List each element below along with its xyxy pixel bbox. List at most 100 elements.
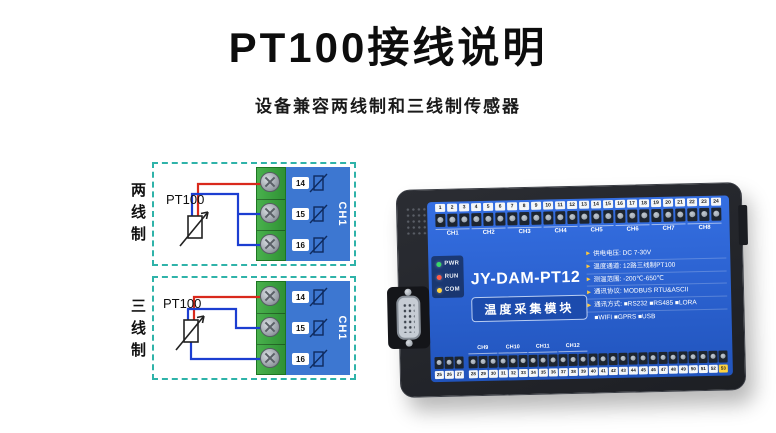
db9-screw-icon	[404, 288, 412, 296]
terminal-number: 42	[608, 366, 618, 376]
terminal-number: 4	[471, 203, 482, 212]
terminal-screw	[639, 209, 650, 223]
terminal-number: 27	[454, 370, 464, 379]
terminal-number: 50	[688, 365, 698, 374]
page-title: PT100接线说明	[228, 24, 548, 71]
sensor-label: PT100	[166, 192, 205, 207]
spec-text: 通讯协议: MODBUS RTU&ASCII	[593, 286, 689, 296]
terminal-number: 35	[538, 368, 548, 377]
terminal-screw	[508, 355, 518, 368]
terminal-screw	[260, 203, 280, 223]
blue-wire	[186, 307, 266, 330]
channel-label: CH2	[471, 227, 506, 238]
terminal-number: 51	[698, 364, 708, 374]
terminal-screw	[668, 351, 678, 364]
terminal-screw	[678, 351, 688, 364]
terminal-screw	[688, 351, 698, 364]
status-led: RUN	[436, 273, 462, 280]
terminal-number: 49	[678, 365, 688, 374]
terminal-number: 48	[668, 365, 678, 374]
terminal-number: 44	[628, 366, 638, 375]
terminal-number: 30	[488, 369, 498, 378]
rtd-mini-symbols	[309, 173, 328, 255]
terminal-number: 39	[578, 367, 588, 376]
terminal-number: 46	[648, 366, 658, 375]
terminal-screw	[627, 209, 638, 223]
db9-screw-icon	[405, 339, 413, 347]
terminal-number: 26	[444, 370, 454, 379]
spec-arrow-icon: ▶	[586, 276, 591, 283]
db9-connector-housing	[386, 286, 431, 350]
terminal-number: 14	[292, 291, 309, 303]
terminal-screw	[478, 355, 488, 369]
led-dot-icon	[436, 261, 442, 267]
terminal-number: 16	[614, 199, 626, 208]
terminal-number: 33	[518, 369, 528, 378]
channel-label: CH1	[435, 228, 470, 239]
rtd-arrow-icon	[175, 315, 205, 351]
product-name-badge: 温度采集模块	[471, 294, 588, 323]
terminal-screw	[579, 210, 590, 224]
terminal-screw	[718, 350, 728, 363]
vent-holes	[405, 206, 428, 235]
terminal-screw	[459, 213, 470, 227]
channel-label: CH9	[468, 345, 498, 355]
terminal-number: 23	[698, 197, 710, 207]
terminal-screw	[698, 350, 708, 364]
wiring-svg	[179, 173, 328, 255]
spec-arrow-icon: ▶	[587, 302, 592, 309]
channel-label: CH12	[558, 343, 588, 353]
sensor-label: PT100	[163, 296, 202, 311]
terminal-number: 53	[718, 364, 728, 373]
terminal-screw	[468, 356, 478, 369]
terminal-number: 34	[528, 368, 538, 377]
channel-label: CH10	[498, 344, 528, 354]
spec-text: 通讯方式: ■RS232 ■RS485 ■LORA	[594, 299, 697, 309]
terminal-screw	[519, 211, 530, 226]
two-wire-side-label: 两线制	[129, 182, 146, 248]
terminal-number: 13	[578, 200, 590, 209]
terminal-screw	[687, 208, 698, 222]
terminal-screw	[483, 212, 494, 226]
terminal-number: 14	[590, 200, 602, 209]
blue-wire	[189, 342, 266, 361]
terminal-number: 47	[658, 365, 668, 375]
terminal-number: 37	[558, 368, 568, 377]
terminal-number: 16	[292, 239, 309, 251]
terminal-screw	[260, 234, 280, 254]
terminal-number: 15	[602, 200, 614, 209]
terminal-screw	[454, 356, 464, 369]
terminal-number: 15	[292, 322, 309, 334]
channel-label: CH3	[507, 226, 542, 237]
terminal-number: 24	[710, 197, 722, 206]
terminal-screw	[555, 211, 566, 225]
spec-arrow-icon: ▶	[586, 263, 591, 270]
terminal-screw	[618, 352, 628, 365]
terminal-screw	[568, 353, 578, 367]
terminal-screw	[699, 207, 710, 222]
terminal-screw	[628, 352, 638, 365]
channel-label: CH11	[528, 343, 558, 353]
led-dot-icon	[436, 287, 443, 293]
terminal-number: 7	[506, 202, 518, 211]
terminal-number: 25	[434, 370, 444, 380]
terminal-number: 45	[638, 366, 648, 375]
status-led: PWR	[436, 260, 461, 267]
channel-label: CH1	[336, 201, 348, 227]
terminal-number: 40	[588, 367, 598, 376]
channel-label: CH8	[687, 222, 722, 233]
terminal-number: 21	[674, 198, 686, 207]
terminal-screw	[711, 207, 722, 221]
terminal-screw	[608, 352, 618, 366]
terminal-number: 5	[483, 202, 494, 211]
terminal-number: 1	[435, 203, 446, 213]
terminal-screw	[531, 211, 542, 225]
terminal-screw	[495, 212, 506, 226]
terminal-number: 19	[650, 198, 662, 208]
terminal-number: 36	[548, 368, 558, 377]
three-wire-side-label: 三线制	[129, 298, 146, 364]
terminal-screw	[598, 353, 608, 366]
led-label: COM	[444, 286, 460, 293]
